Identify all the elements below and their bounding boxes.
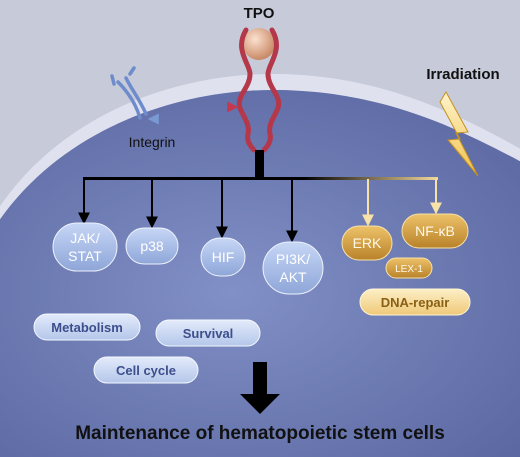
jak-stat-label-line2: STAT <box>68 248 102 264</box>
erk-label: ERK <box>353 235 382 251</box>
pathway-pi3k-akt: PI3K/ AKT <box>262 241 324 295</box>
pathway-p38: p38 <box>125 227 179 265</box>
tpo-label: TPO <box>244 5 275 22</box>
integrin-icon <box>110 66 148 120</box>
nfkb-label: NF-κB <box>415 223 455 239</box>
receptor-stalk <box>255 150 264 178</box>
signal-distribution-bar <box>83 177 438 180</box>
function-cell-cycle: Cell cycle <box>93 356 199 384</box>
function-dna-repair: DNA-repair <box>359 288 471 316</box>
survival-label: Survival <box>183 326 234 341</box>
outcome-arrow <box>240 362 280 414</box>
tpo-receptor <box>236 27 282 153</box>
lex1-label: LEX-1 <box>395 264 423 275</box>
dna-repair-label: DNA-repair <box>381 295 450 310</box>
metabolism-label: Metabolism <box>51 320 123 335</box>
pathway-lex1: LEX-1 <box>385 257 433 279</box>
lightning-bolt-icon <box>439 90 479 177</box>
pathway-jak-stat: JAK/ STAT <box>52 222 118 272</box>
integrin-label: Integrin <box>129 134 176 150</box>
pathway-hif: HIF <box>200 237 246 277</box>
tpo-ligand <box>243 28 275 60</box>
function-metabolism: Metabolism <box>33 313 141 341</box>
p38-label: p38 <box>140 238 164 254</box>
irradiation-label: Irradiation <box>426 66 499 83</box>
pathway-nfkb: NF-κB <box>401 213 469 249</box>
pi3k-akt-label-line1: PI3K/ <box>276 251 310 267</box>
outcome-text: Maintenance of hematopoietic stem cells <box>75 423 445 444</box>
jak-stat-label-line1: JAK/ <box>70 230 100 246</box>
cell-cycle-label: Cell cycle <box>116 363 176 378</box>
pi3k-akt-label-line2: AKT <box>279 269 307 285</box>
pathway-erk: ERK <box>341 225 393 261</box>
hif-label: HIF <box>212 249 235 265</box>
function-survival: Survival <box>155 319 261 347</box>
